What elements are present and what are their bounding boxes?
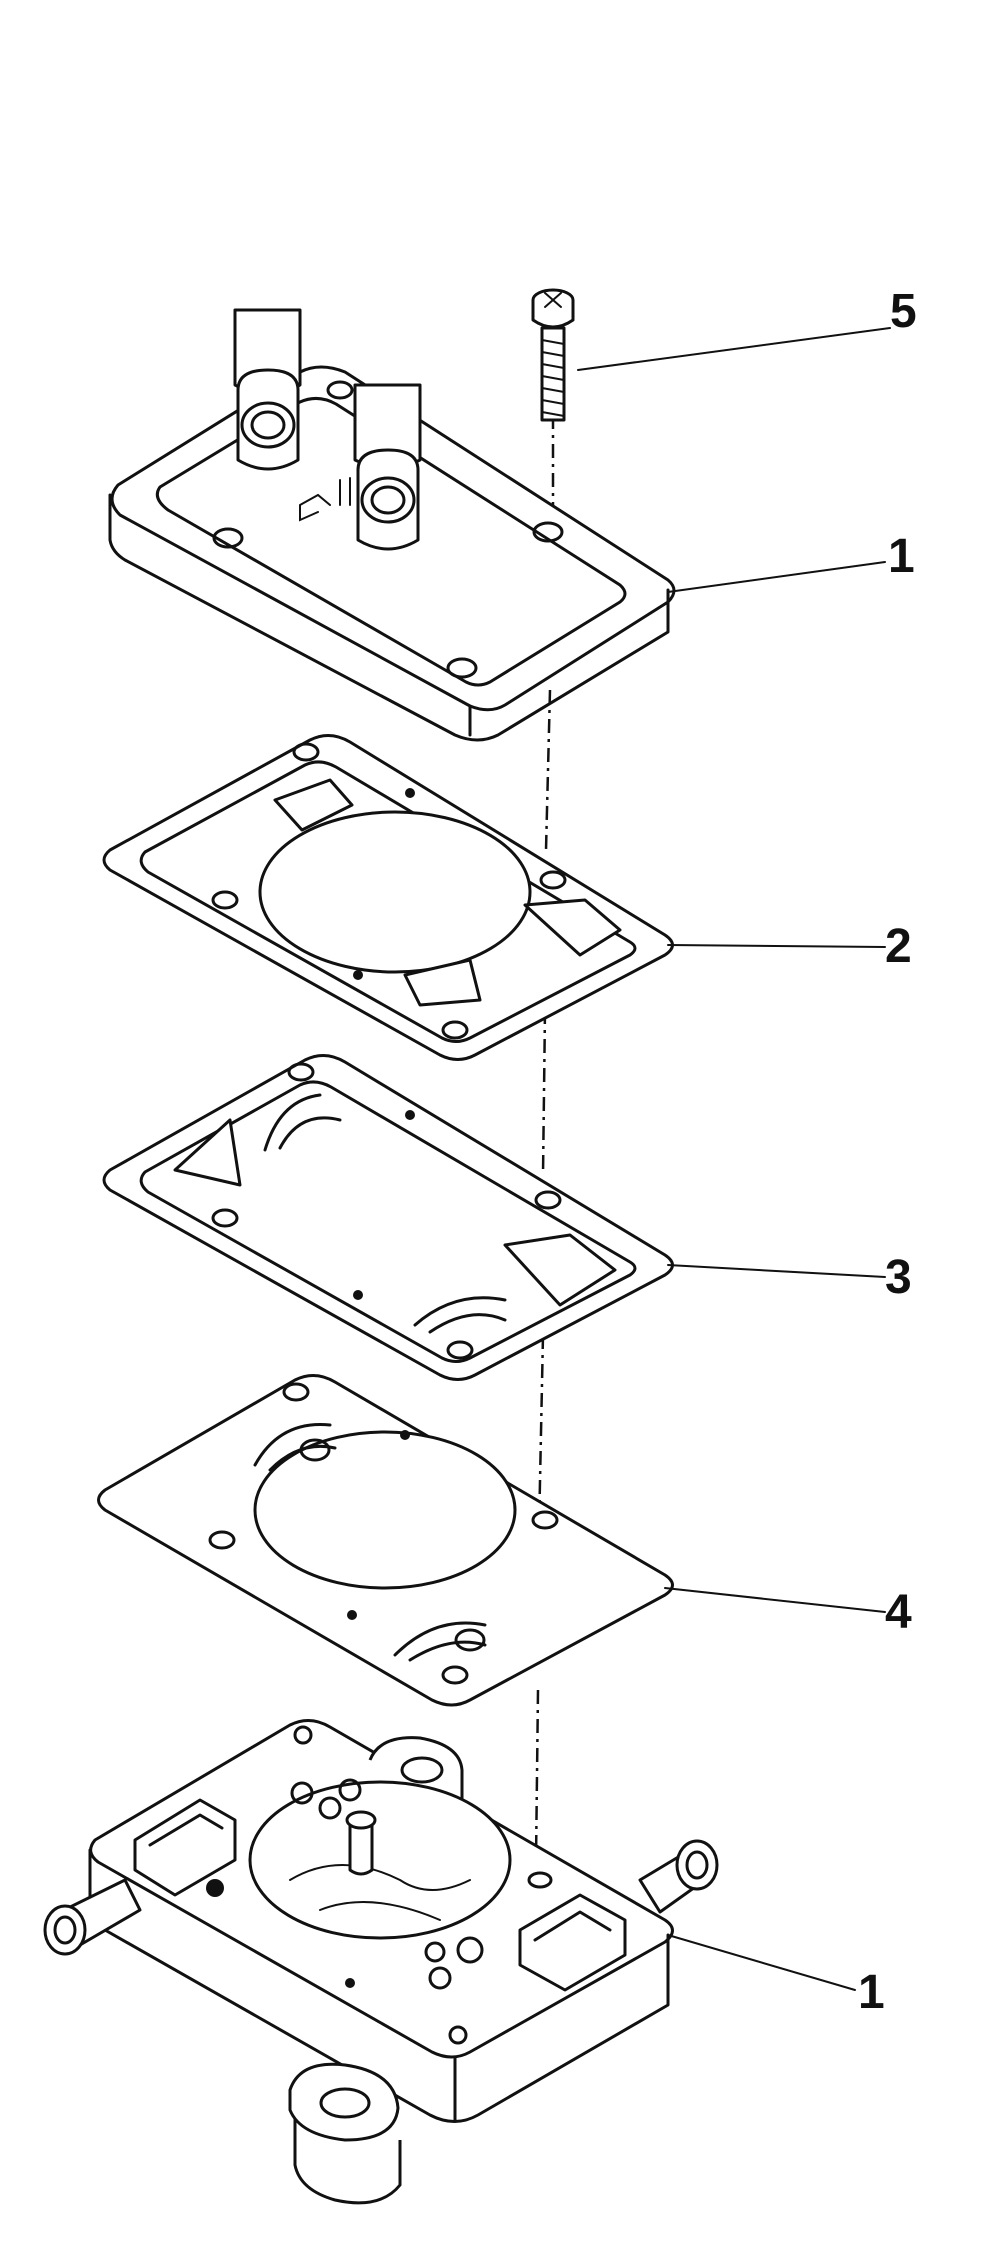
callout-label-1-top: 1: [888, 530, 915, 583]
gasket-part-2: [102, 734, 674, 1061]
callout-label-3: 3: [885, 1251, 912, 1304]
diaphragm-part-4: [97, 1374, 674, 1707]
gasket-part-3: [102, 1054, 674, 1381]
callout-label-5: 5: [890, 285, 917, 338]
cover-plate-part-1-top: [108, 308, 676, 742]
callout-label-4: 4: [885, 1586, 912, 1639]
callout-label-1-bottom: 1: [858, 1966, 885, 2019]
callout-label-2: 2: [885, 920, 912, 973]
pump-body-part-1-bottom: [43, 1719, 719, 2205]
screw-part-5: [531, 288, 575, 422]
leader-lines: [577, 327, 891, 1991]
